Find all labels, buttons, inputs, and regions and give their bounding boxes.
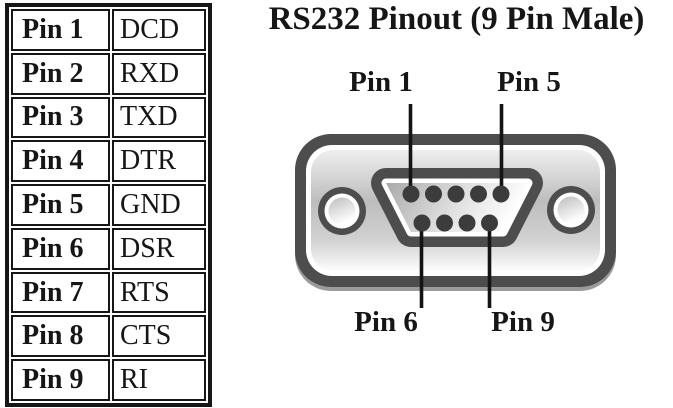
signal-cell: DTR xyxy=(112,140,206,183)
signal-cell: TXD xyxy=(112,96,206,139)
pin-6-dot xyxy=(413,214,431,232)
screw-hole-left xyxy=(318,187,366,235)
signal-cell: RXD xyxy=(112,52,206,95)
pin-number-cell: Pin 3 xyxy=(11,96,110,139)
pin-1-dot xyxy=(402,185,420,203)
pin-6-label: Pin 6 xyxy=(354,306,418,338)
signal-cell: GND xyxy=(112,184,206,226)
pin-9-dot xyxy=(481,214,498,232)
pin-number-cell: Pin 2 xyxy=(11,52,110,95)
pin-8-dot xyxy=(458,214,476,232)
pin-5-dot xyxy=(492,185,510,203)
pin-number-cell: Pin 6 xyxy=(11,227,110,270)
pin-number-cell: Pin 7 xyxy=(11,271,110,314)
pin-3-dot xyxy=(447,185,465,203)
pin-signal-table-grid: Pin 1 DCD Pin 2 RXD Pin 3 TXD Pin 4 DTR … xyxy=(11,9,206,401)
screw-hole-right xyxy=(547,186,595,234)
pin-1-label: Pin 1 xyxy=(349,66,413,98)
pin-7-dot xyxy=(436,214,453,232)
pin-number-cell: Pin 1 xyxy=(11,9,110,51)
pin-number-cell: Pin 8 xyxy=(11,315,110,358)
signal-cell: DSR xyxy=(112,227,206,270)
pin-signal-table: Pin 1 DCD Pin 2 RXD Pin 3 TXD Pin 4 DTR … xyxy=(5,3,212,407)
signal-cell: CTS xyxy=(112,315,206,358)
pin-number-cell: Pin 5 xyxy=(11,184,110,226)
pin-9-label: Pin 9 xyxy=(491,306,555,338)
pin-5-label: Pin 5 xyxy=(497,66,561,98)
signal-cell: RTS xyxy=(112,271,206,314)
pin-number-cell: Pin 4 xyxy=(11,140,110,183)
page-title: RS232 Pinout (9 Pin Male) xyxy=(268,1,645,37)
signal-cell: RI xyxy=(112,359,206,401)
pin-4-dot xyxy=(470,185,487,203)
pin-2-dot xyxy=(425,185,442,203)
pin-number-cell: Pin 9 xyxy=(11,359,110,401)
signal-cell: DCD xyxy=(112,9,206,51)
